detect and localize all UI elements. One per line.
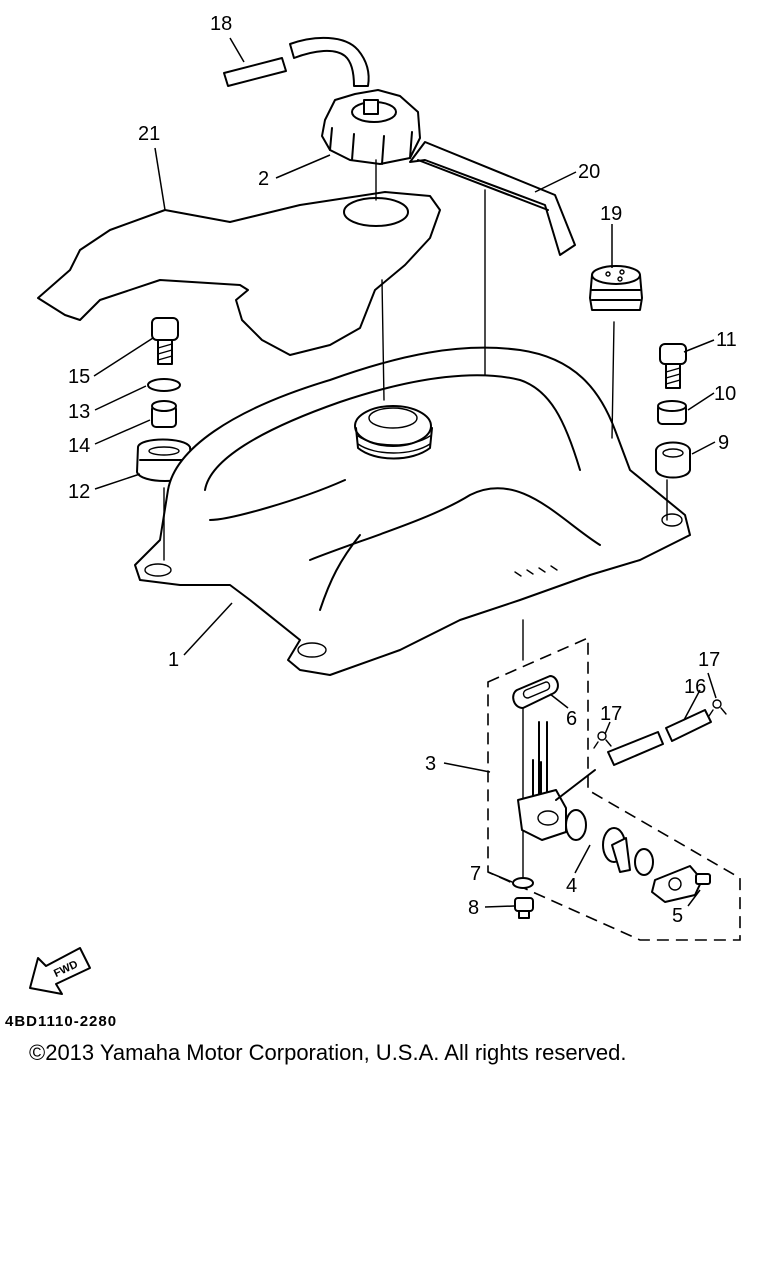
fwd-arrow-icon: FWD	[29, 947, 91, 995]
catalog-code: 4BD1110-2280	[5, 1013, 118, 1030]
part-17-hose-clip	[593, 699, 727, 749]
part-18-vent-hose	[223, 36, 370, 87]
part-1-fuel-tank	[134, 346, 691, 676]
part-15-bolt	[151, 317, 179, 365]
part-13-washer	[147, 378, 181, 392]
part-9-grommet	[655, 441, 691, 479]
callout-13: 13	[68, 401, 90, 423]
callout-4: 4	[566, 875, 577, 897]
callout-7: 7	[470, 863, 481, 885]
callout-2: 2	[258, 168, 269, 190]
callout-21: 21	[138, 123, 160, 145]
part-2-fuel-cap	[321, 89, 421, 165]
callout-16: 16	[684, 676, 706, 698]
callout-6: 6	[566, 708, 577, 730]
part-4-o-ring	[565, 809, 587, 841]
callout-1: 1	[168, 649, 179, 671]
part-6-gasket	[512, 675, 559, 709]
part-11-bolt	[659, 343, 687, 389]
part-21-tank-pad	[37, 191, 441, 356]
part-20-tank-band	[409, 141, 576, 256]
callout-15: 15	[68, 366, 90, 388]
callout-19: 19	[600, 203, 622, 225]
callout-18: 18	[210, 13, 232, 35]
copyright-notice: ©2013 Yamaha Motor Corporation, U.S.A. A…	[29, 1040, 627, 1065]
callout-labels: 1 2 3 4 5 6 7 8 9 10 11 12 13 14 15 16 1…	[68, 13, 737, 927]
assembly-guide-lines	[163, 159, 668, 881]
callout-12: 12	[68, 481, 90, 503]
callout-17-hose: 17	[600, 703, 622, 725]
part-3-fuel-cock	[517, 721, 596, 841]
part-16-fuel-hose	[607, 709, 712, 766]
part-3-fuel-cock-boundary	[487, 636, 741, 941]
part-19-damper	[589, 265, 643, 311]
callout-11: 11	[716, 329, 737, 351]
fuel-cock-lever	[602, 827, 654, 876]
callout-3: 3	[425, 753, 436, 775]
part-8-drain-bolt	[514, 897, 534, 919]
callout-10: 10	[714, 383, 736, 405]
part-10-collar	[657, 400, 687, 425]
callout-14: 14	[68, 435, 90, 457]
part-14-collar	[151, 400, 177, 428]
leader-lines	[93, 37, 717, 908]
part-7-washer	[512, 877, 534, 889]
callout-8: 8	[468, 897, 479, 919]
part-5-cover-plate	[651, 865, 711, 903]
callout-9: 9	[718, 432, 729, 454]
callout-17-end: 17	[698, 649, 720, 671]
callout-5: 5	[672, 905, 683, 927]
callout-20: 20	[578, 161, 600, 183]
